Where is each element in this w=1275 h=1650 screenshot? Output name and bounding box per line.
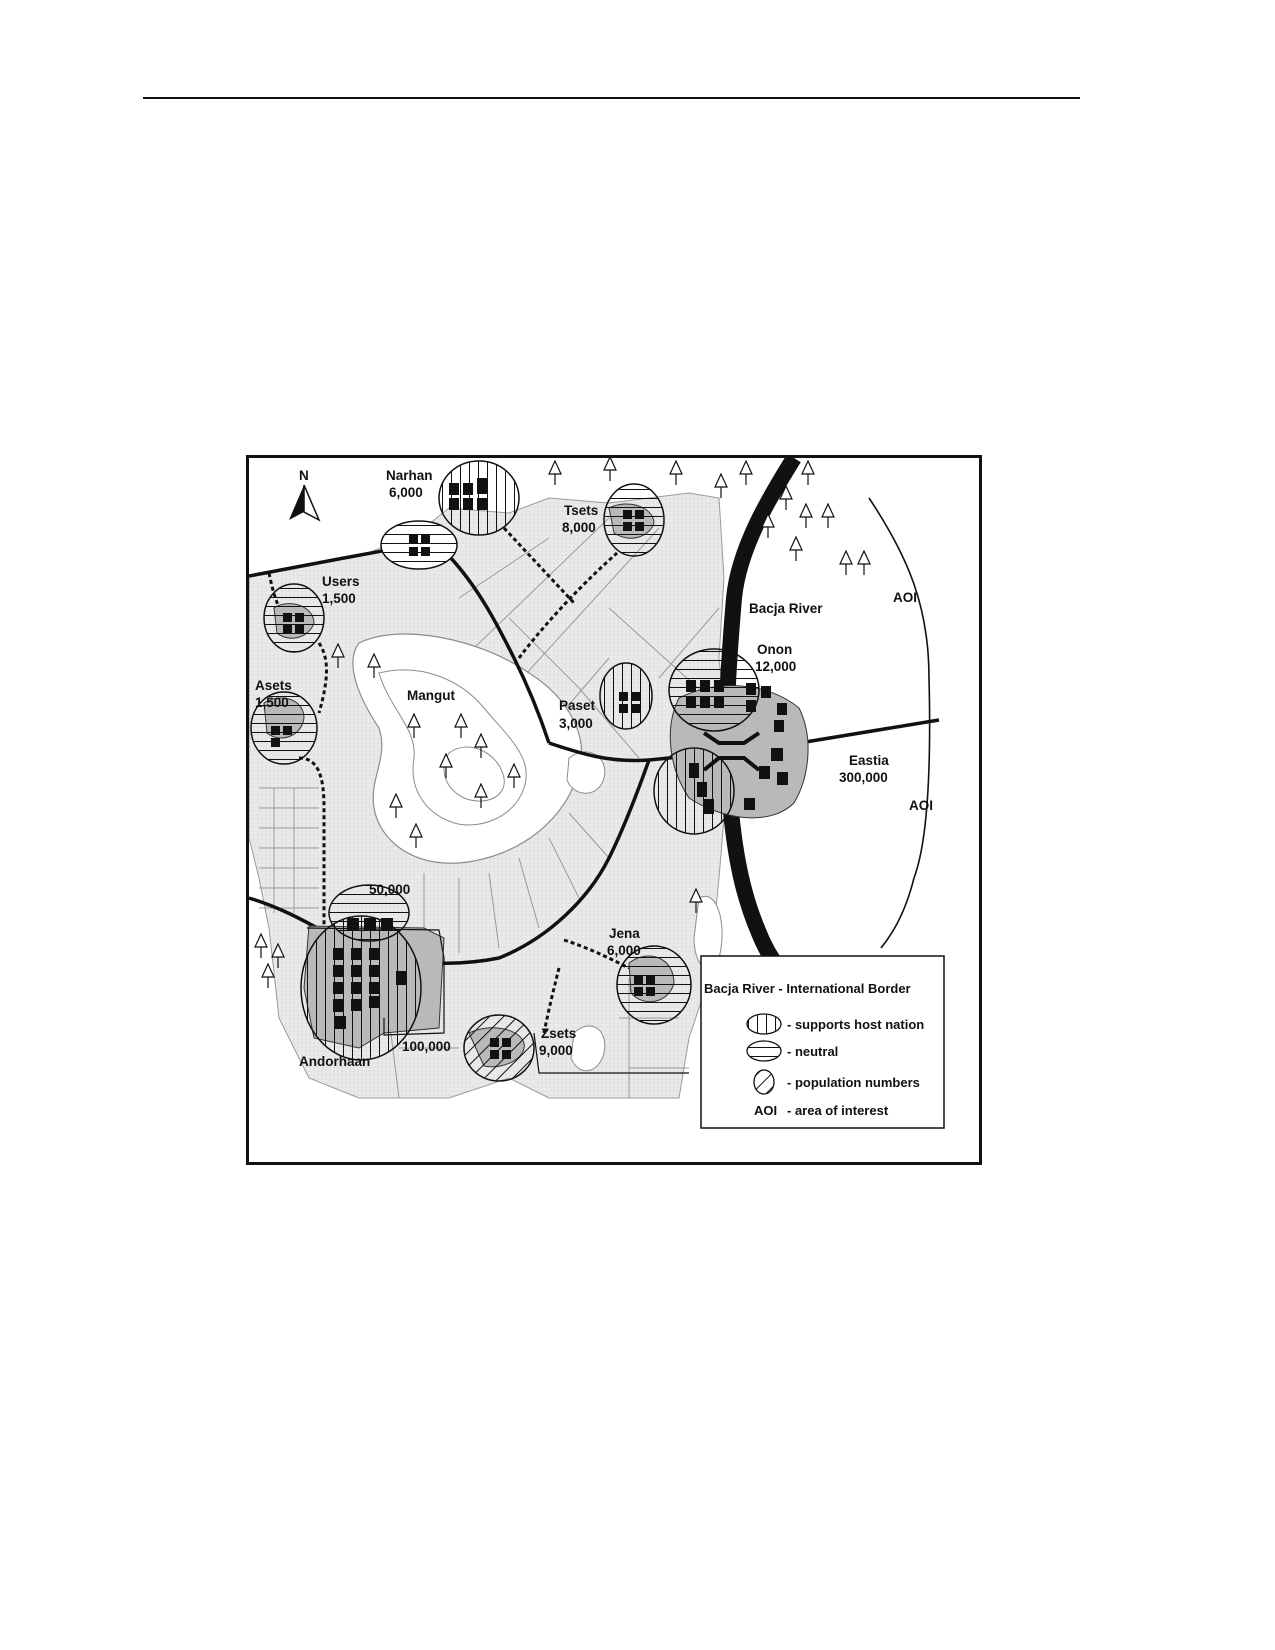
jena-label: Jena (609, 926, 640, 941)
narhan-road-ellipse (380, 520, 458, 570)
aoi-label-south: AOI (909, 798, 933, 813)
buildings (271, 478, 788, 1059)
onon-population: 12,000 (755, 659, 796, 674)
tsets-label: Tsets (564, 503, 598, 518)
paset-population: 3,000 (559, 716, 593, 731)
legend: Bacja River - International Border - sup… (700, 955, 945, 1129)
lake-south (570, 1025, 606, 1071)
legend-swatch-vertical (746, 1013, 782, 1035)
andorhaan-east-population: 100,000 (402, 1039, 451, 1054)
legend-item-population: - population numbers (787, 1075, 920, 1090)
paset-label: Paset (559, 698, 596, 713)
narhan-label: Narhan (386, 468, 433, 483)
eastia-ellipse (653, 747, 735, 835)
map-figure: N Narhan 6,000 Tsets 8,000 Users 1,500 A… (246, 455, 982, 1165)
legend-title: Bacja River - International Border (704, 981, 911, 996)
page-top-rule (143, 97, 1080, 99)
legend-swatch-diagonal (753, 1069, 775, 1095)
tsets-ellipse (603, 483, 665, 557)
tsets-population: 8,000 (562, 520, 596, 535)
asets-population: 1,500 (255, 695, 289, 710)
zsets-ellipse (463, 1014, 535, 1082)
legend-swatch-horizontal (746, 1040, 782, 1062)
andorhaan-north-population: 50,000 (369, 882, 410, 897)
aoi-boundary (868, 497, 931, 949)
andorhaan-label: Andorhaan (299, 1054, 370, 1069)
bridges (702, 731, 761, 772)
andorhaan-outline (306, 927, 445, 1036)
bacja-river-label: Bacja River (749, 601, 823, 616)
zsets-outline (533, 1032, 689, 1074)
legend-item-supports: - supports host nation (787, 1017, 924, 1032)
users-population: 1,500 (322, 591, 356, 606)
legend-aoi-key: AOI (754, 1103, 777, 1118)
jena-population: 6,000 (607, 943, 641, 958)
eastia-label: Eastia (849, 753, 889, 768)
eastia-population: 300,000 (839, 770, 888, 785)
onon-label: Onon (757, 642, 792, 657)
legend-item-neutral: - neutral (787, 1044, 838, 1059)
legend-item-aoi: - area of interest (787, 1103, 889, 1118)
users-label: Users (322, 574, 360, 589)
mangut-label: Mangut (407, 688, 455, 703)
users-ellipse (263, 583, 325, 653)
asets-label: Asets (255, 678, 292, 693)
roads (249, 544, 940, 965)
north-arrow-icon: N (289, 468, 321, 522)
north-label: N (299, 468, 309, 483)
aoi-label-north: AOI (893, 590, 917, 605)
zsets-population: 9,000 (539, 1043, 573, 1058)
zsets-label: Zsets (541, 1026, 576, 1041)
jena-ellipse (616, 945, 692, 1025)
narhan-population: 6,000 (389, 485, 423, 500)
